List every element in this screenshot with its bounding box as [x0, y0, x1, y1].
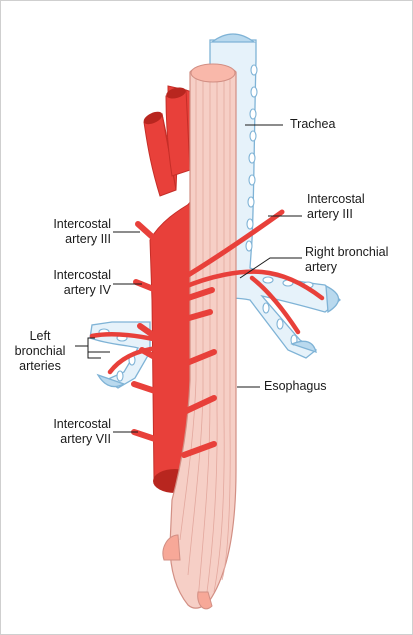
- label-line-1: Right bronchial: [305, 245, 389, 259]
- label-intercostal-artery-iii-left: Intercostal artery III: [53, 217, 111, 247]
- label-line-2: artery VII: [60, 432, 111, 446]
- label-line-1: Intercostal: [53, 268, 111, 282]
- label-line-1: Intercostal: [53, 417, 111, 431]
- trachea-cartilage: [98, 64, 314, 382]
- label-line-2: artery IV: [63, 283, 111, 297]
- label-line-2: bronchial: [14, 344, 66, 358]
- leader-lines: [75, 124, 302, 433]
- label-line-1: Intercostal: [53, 217, 111, 231]
- label-line-3: arteries: [19, 359, 61, 373]
- label-right-bronchial-artery: Right bronchial artery: [305, 245, 388, 275]
- label-left-bronchial-arteries: Left bronchial arteries: [8, 329, 72, 374]
- label-trachea: Trachea: [290, 117, 335, 132]
- label-line-2: artery III: [65, 232, 111, 246]
- label-line-2: artery: [305, 260, 337, 274]
- esophagus: [162, 63, 237, 610]
- label-trachea-text: Trachea: [290, 117, 336, 131]
- label-esophagus-text: Esophagus: [264, 379, 327, 393]
- label-line-2: artery III: [307, 207, 353, 221]
- label-line-1: Left: [29, 329, 51, 343]
- label-esophagus: Esophagus: [264, 379, 327, 394]
- label-intercostal-artery-iii-right: Intercostal artery III: [307, 192, 365, 222]
- artery-branches: [89, 209, 325, 458]
- label-line-1: Intercostal: [307, 192, 365, 206]
- trachea-cut-ends: [96, 33, 340, 388]
- label-intercostal-artery-vii: Intercostal artery VII: [53, 417, 111, 447]
- label-intercostal-artery-iv: Intercostal artery IV: [53, 268, 111, 298]
